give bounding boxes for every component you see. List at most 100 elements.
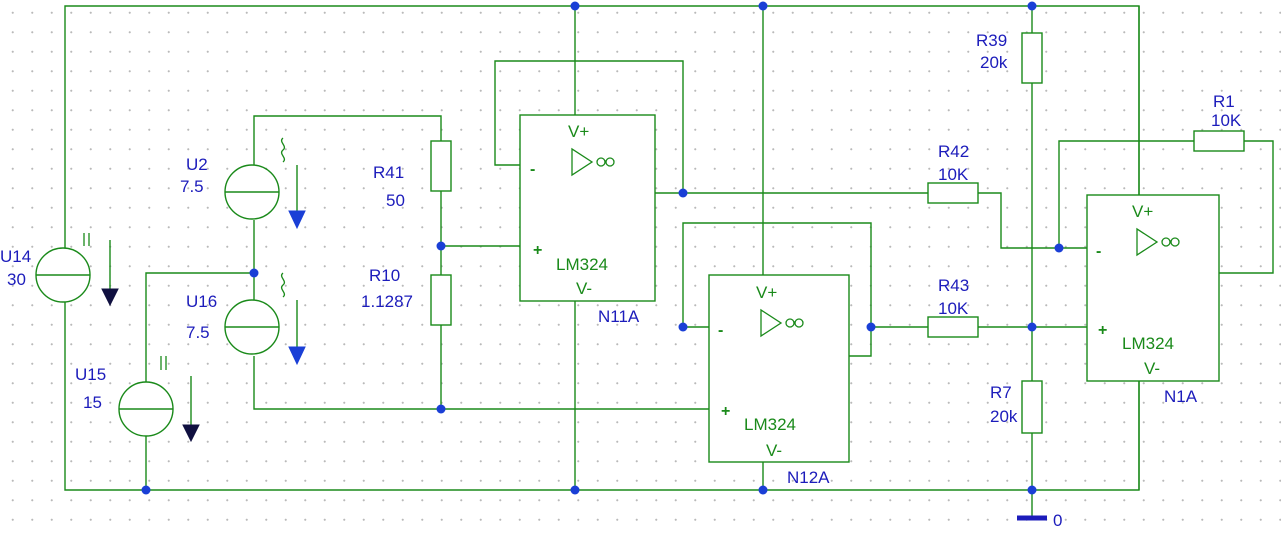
junction-dot <box>249 268 259 278</box>
r1-name: R1 <box>1213 92 1235 111</box>
u14-value: 30 <box>7 270 26 289</box>
junction-dot <box>141 485 151 495</box>
u16-name: U16 <box>186 292 217 311</box>
junction-dot <box>678 188 688 198</box>
r39-value: 20k <box>980 53 1008 72</box>
n11a-part-label: LM324 <box>556 255 608 274</box>
u14-name: U14 <box>0 247 31 266</box>
opamp-n12a-body <box>708 274 850 463</box>
n11a-name: N11A <box>598 307 640 326</box>
component-labels: U14 30 U2 7.5 U16 7.5 U15 15 R41 50 R10 … <box>0 31 1242 426</box>
wires <box>64 5 1274 518</box>
junction-dot <box>1027 485 1037 495</box>
junction-dot <box>1027 322 1037 332</box>
opamp-triangle-icon <box>1136 227 1159 257</box>
r41-name: R41 <box>373 163 404 182</box>
infinity-icon <box>596 157 606 167</box>
junction-dot <box>758 1 768 11</box>
r1-right-wire <box>1219 140 1274 274</box>
resistor-r1[interactable] <box>1193 130 1245 152</box>
u15-name: U15 <box>75 365 106 384</box>
n1a-inv-label: - <box>1096 243 1101 260</box>
opamp-n1a-body <box>1086 194 1220 382</box>
r43-value: 10K <box>938 299 969 318</box>
r7-value: 20k <box>990 407 1018 426</box>
resistor-r43[interactable] <box>927 316 979 338</box>
infinity-icon <box>785 318 795 328</box>
r43-name: R43 <box>938 276 969 295</box>
r1-left-wire <box>1058 140 1194 248</box>
n1a-name: N1A <box>1164 387 1198 406</box>
infinity-icon <box>1170 237 1180 247</box>
opamp-triangle-icon <box>571 147 594 177</box>
n12a-feedback-wire <box>682 222 872 357</box>
n12a-name: N12A <box>787 468 830 487</box>
r42-to-n1a-wire <box>978 192 1087 249</box>
resistor-r10[interactable] <box>430 274 452 326</box>
r41-value: 50 <box>386 191 405 210</box>
u15-value: 15 <box>83 393 102 412</box>
r42-name: R42 <box>938 142 969 161</box>
sources <box>35 137 306 443</box>
opamp-n12a[interactable] <box>708 274 850 463</box>
u16-value: 7.5 <box>186 323 210 342</box>
n11a-vplus-label: V+ <box>568 122 589 141</box>
junction-dot <box>678 322 688 332</box>
opamp-n11a-body <box>519 114 656 302</box>
n12a-vplus-label: V+ <box>756 283 777 302</box>
junction-dot <box>758 485 768 495</box>
u2-value: 7.5 <box>180 177 204 196</box>
resistor-r39[interactable] <box>1021 32 1043 84</box>
dc-symbol-icon <box>83 233 90 246</box>
junction-dot <box>866 322 876 332</box>
infinity-icon <box>605 157 615 167</box>
n12a-inv-label: - <box>718 322 723 339</box>
r10-value: 1.1287 <box>361 292 413 311</box>
opamp-triangle-icon <box>760 308 783 338</box>
r7-name: R7 <box>990 383 1012 402</box>
r39-name: R39 <box>976 31 1007 50</box>
arrow-down-icon <box>288 346 306 366</box>
junction-dot <box>1054 243 1064 253</box>
n12a-part-label: LM324 <box>744 415 796 434</box>
arrow-down-icon <box>288 210 306 230</box>
junction-dot <box>436 404 446 414</box>
junction-dot <box>1027 1 1037 11</box>
u2-to-r41-wire <box>253 115 442 187</box>
infinity-icon <box>794 318 804 328</box>
dc-symbol-icon <box>160 356 167 370</box>
arrow-down-icon <box>101 288 119 307</box>
resistors <box>430 32 1245 434</box>
junction-dots <box>141 1 1064 495</box>
ac-symbol-icon <box>280 272 286 298</box>
n11a-feedback-wire <box>494 60 684 193</box>
resistor-r42[interactable] <box>927 182 979 204</box>
r1-value: 10K <box>1211 111 1242 130</box>
u16-bottom-wire <box>253 356 709 410</box>
junction-dot <box>570 485 580 495</box>
n11a-vminus-label: V- <box>576 279 592 298</box>
r42-value: 10K <box>938 165 969 184</box>
opamp-n1a[interactable] <box>1086 194 1220 382</box>
n12a-vminus-label: V- <box>766 441 782 460</box>
n1a-vplus-label: V+ <box>1132 202 1153 221</box>
r10-name: R10 <box>369 266 400 285</box>
n1a-vminus-label: V- <box>1144 359 1160 378</box>
junction-dot <box>436 241 446 251</box>
u2-name: U2 <box>186 155 208 174</box>
n12a-noninv-label: + <box>721 403 730 420</box>
ground-label: 0 <box>1053 511 1062 530</box>
ac-symbol-icon <box>280 137 286 163</box>
junction-dot <box>570 1 580 11</box>
opamp-n11a[interactable] <box>519 114 656 302</box>
infinity-icon <box>1161 237 1171 247</box>
opamp-labels: V+ - + LM324 V- N11A V+ - + LM324 V- N12… <box>530 122 1198 487</box>
n1a-noninv-label: + <box>1098 322 1107 339</box>
n11a-inv-label: - <box>530 161 535 178</box>
arrow-down-icon <box>182 424 200 443</box>
resistor-r41[interactable] <box>430 140 452 192</box>
resistor-r7[interactable] <box>1021 380 1043 434</box>
n11a-noninv-label: + <box>533 242 542 259</box>
